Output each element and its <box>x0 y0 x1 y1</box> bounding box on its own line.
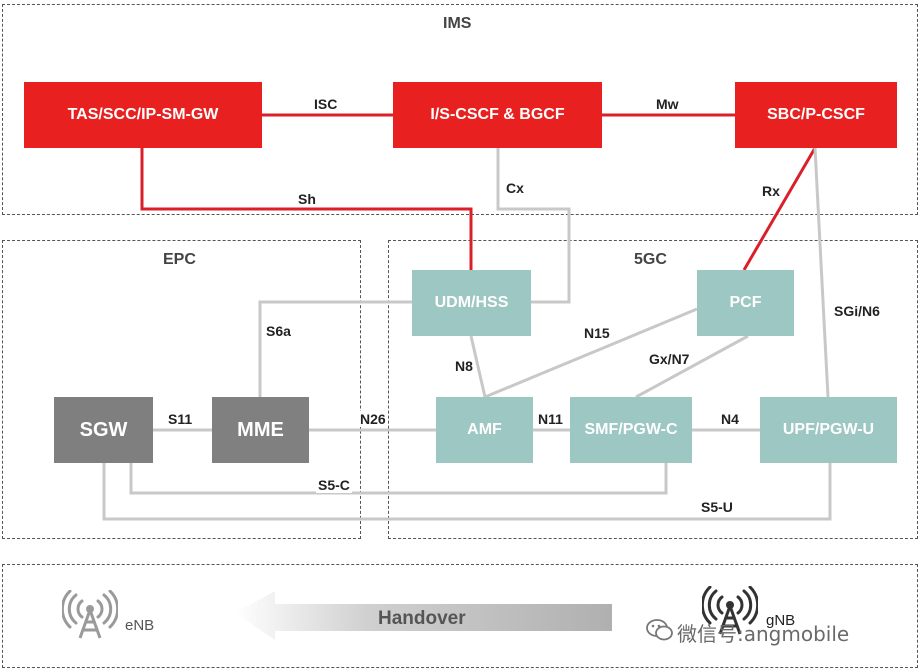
fivegc-region <box>388 240 918 539</box>
n15-label: N15 <box>584 325 610 341</box>
sgi-n6-label: SGi/N6 <box>834 303 880 319</box>
n11-label: N11 <box>536 411 565 427</box>
sh-link <box>140 148 473 270</box>
n26-label: N26 <box>358 411 388 427</box>
handover-label: Handover <box>378 608 466 629</box>
n15-link <box>484 307 698 399</box>
enb-label: eNB <box>125 617 155 634</box>
gx-n7-label: Gx/N7 <box>649 351 690 367</box>
sgi-n6-link <box>813 147 830 398</box>
sbc-p-cscf-node: SBC/P-CSCF <box>735 82 897 148</box>
rx-label: Rx <box>760 183 782 199</box>
sh-label: Sh <box>296 191 318 207</box>
gnb-label: gNB <box>766 612 796 629</box>
tas-scc-ip-sm-gw-node: TAS/SCC/IP-SM-GW <box>24 82 262 148</box>
epc-region <box>2 240 361 539</box>
s6a-label: S6a <box>266 323 291 339</box>
wechat-icon <box>646 619 673 641</box>
isc-label: ISC <box>312 96 340 112</box>
i-s-cscf-bgcf-node: I/S-CSCF & BGCF <box>393 82 602 148</box>
ims-region <box>2 4 918 215</box>
smf-pgw-c-node: SMF/PGW-C <box>570 397 692 463</box>
watermark-text: 微信号:angmobile <box>677 622 850 646</box>
s5u-link <box>102 463 832 521</box>
n4-label: N4 <box>719 411 741 427</box>
n8-link <box>469 335 487 398</box>
sgw-node: SGW <box>54 397 153 463</box>
mme-node: MME <box>212 397 309 463</box>
upf-pgw-u-node: UPF/PGW-U <box>760 397 897 463</box>
cx-link <box>496 148 571 304</box>
udm-hss-node: UDM/HSS <box>412 270 531 336</box>
ims-region-title: IMS <box>443 15 472 32</box>
s11-label: S11 <box>166 411 195 427</box>
amf-node: AMF <box>436 397 533 463</box>
gnb-antenna-icon <box>702 586 758 635</box>
cx-label: Cx <box>504 180 526 196</box>
fivegc-region-title: 5GC <box>634 251 667 268</box>
pcf-node: PCF <box>697 270 794 336</box>
s5u-label: S5-U <box>699 499 735 515</box>
s5c-label: S5-C <box>316 477 352 493</box>
epc-region-title: EPC <box>163 251 196 268</box>
handover-arrow <box>235 591 612 640</box>
s6a-link <box>258 300 412 397</box>
mw-label: Mw <box>654 96 681 112</box>
n8-label: N8 <box>455 358 473 374</box>
s5c-link <box>129 463 668 495</box>
gx-n7-link <box>635 334 749 399</box>
ran-region <box>2 564 918 668</box>
rx-link <box>742 147 817 271</box>
enb-antenna-icon <box>62 590 118 639</box>
